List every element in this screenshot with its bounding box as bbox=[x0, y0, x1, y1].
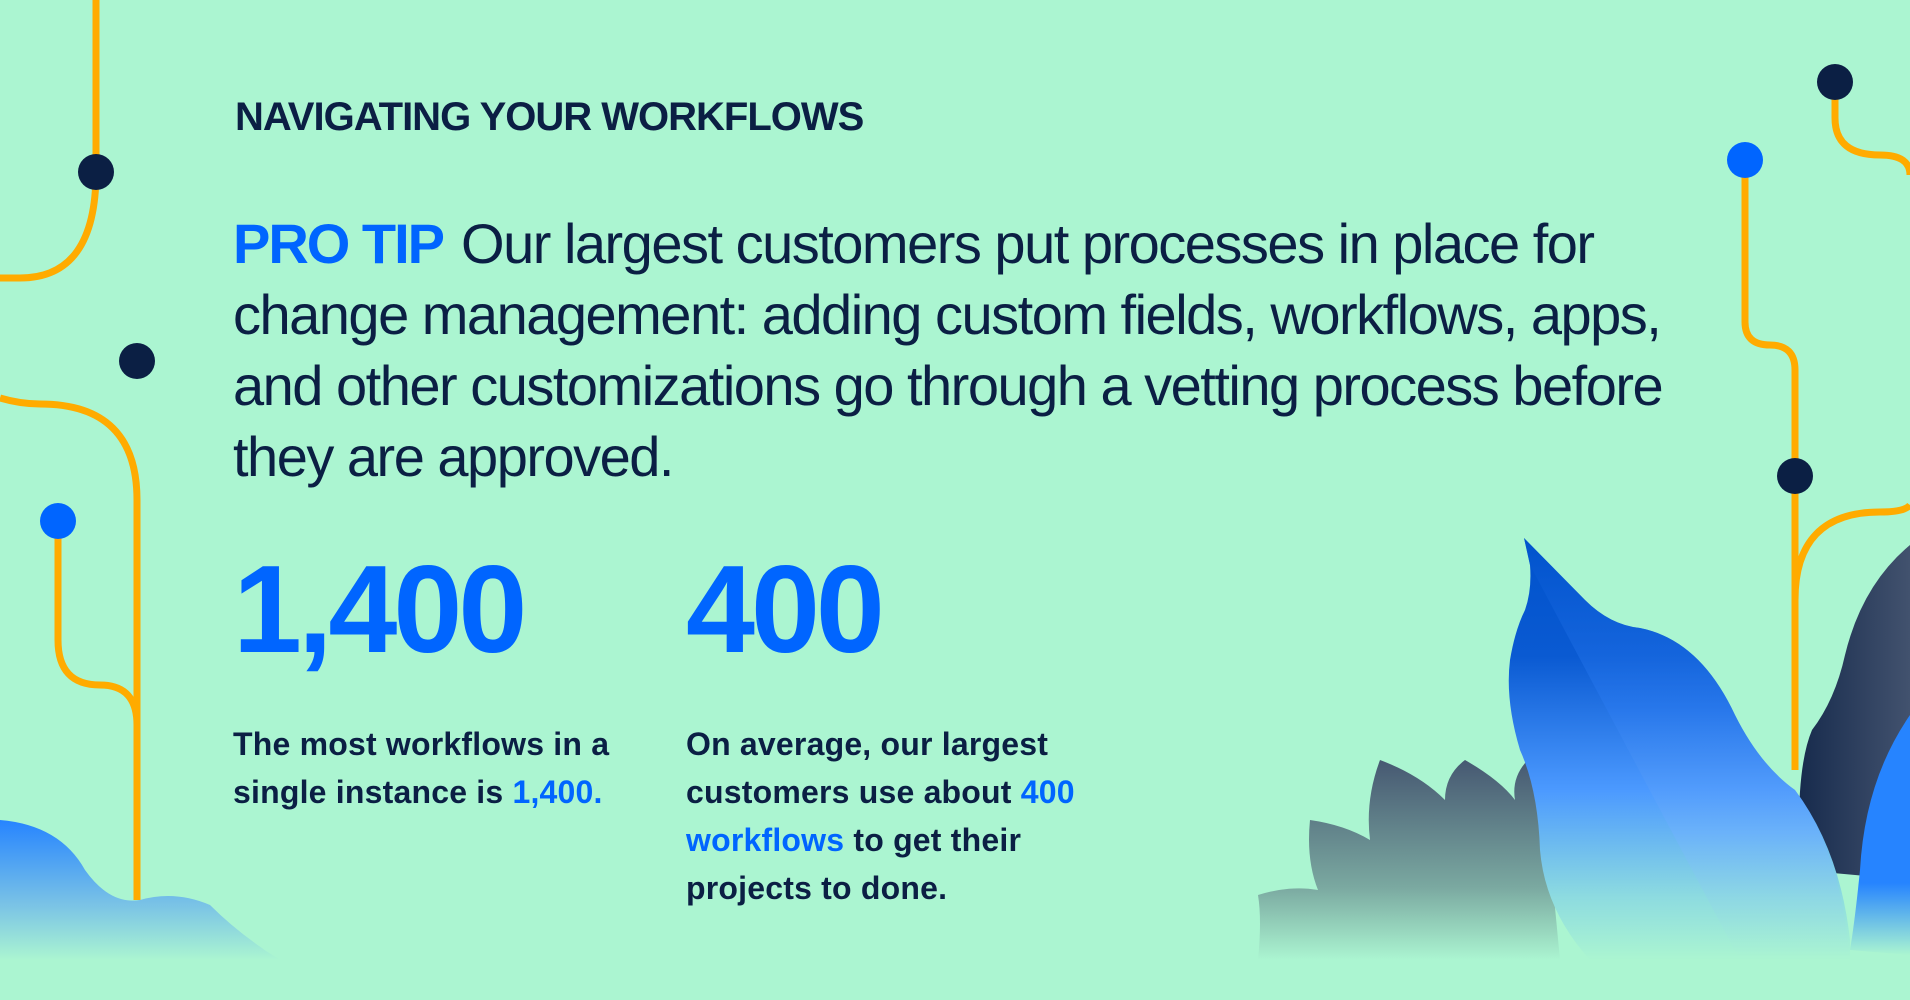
section-eyebrow: NAVIGATING YOUR WORKFLOWS bbox=[235, 95, 864, 139]
node-dot-icon bbox=[40, 503, 76, 539]
stat-desc-text: The most workflows in a single instance … bbox=[233, 726, 610, 810]
node-dot-icon bbox=[1777, 458, 1813, 494]
stat-description: The most workflows in a single instance … bbox=[233, 720, 633, 816]
stat-max-workflows: 1,400 The most workflows in a single ins… bbox=[233, 541, 633, 816]
wave-shape bbox=[0, 820, 280, 960]
stat-desc-text: to get their projects to done. bbox=[686, 822, 1022, 906]
pro-tip-label: PRO TIP bbox=[233, 212, 445, 275]
bright-leaf-shape bbox=[1850, 715, 1910, 955]
left-circuit-lines bbox=[0, 0, 141, 900]
stat-desc-text: On average, our largest customers use ab… bbox=[686, 726, 1049, 810]
stat-value: 400 bbox=[686, 541, 885, 679]
fern-shape bbox=[1258, 750, 1560, 960]
node-dot-icon bbox=[119, 343, 155, 379]
node-dot-icon bbox=[1727, 142, 1763, 178]
stat-value: 1,400 bbox=[233, 541, 527, 679]
pro-tip-text: Our largest customers put processes in p… bbox=[233, 212, 1664, 488]
right-circuit-lines bbox=[1741, 82, 1910, 770]
stat-desc-highlight: 1,400. bbox=[512, 774, 603, 810]
node-dot-icon bbox=[78, 154, 114, 190]
node-dot-icon bbox=[1817, 64, 1853, 100]
stat-description: On average, our largest customers use ab… bbox=[686, 720, 1146, 912]
stat-average-workflows: 400 On average, our largest customers us… bbox=[686, 541, 1146, 912]
stat-desc-highlight: 400 workflows bbox=[686, 774, 1075, 858]
